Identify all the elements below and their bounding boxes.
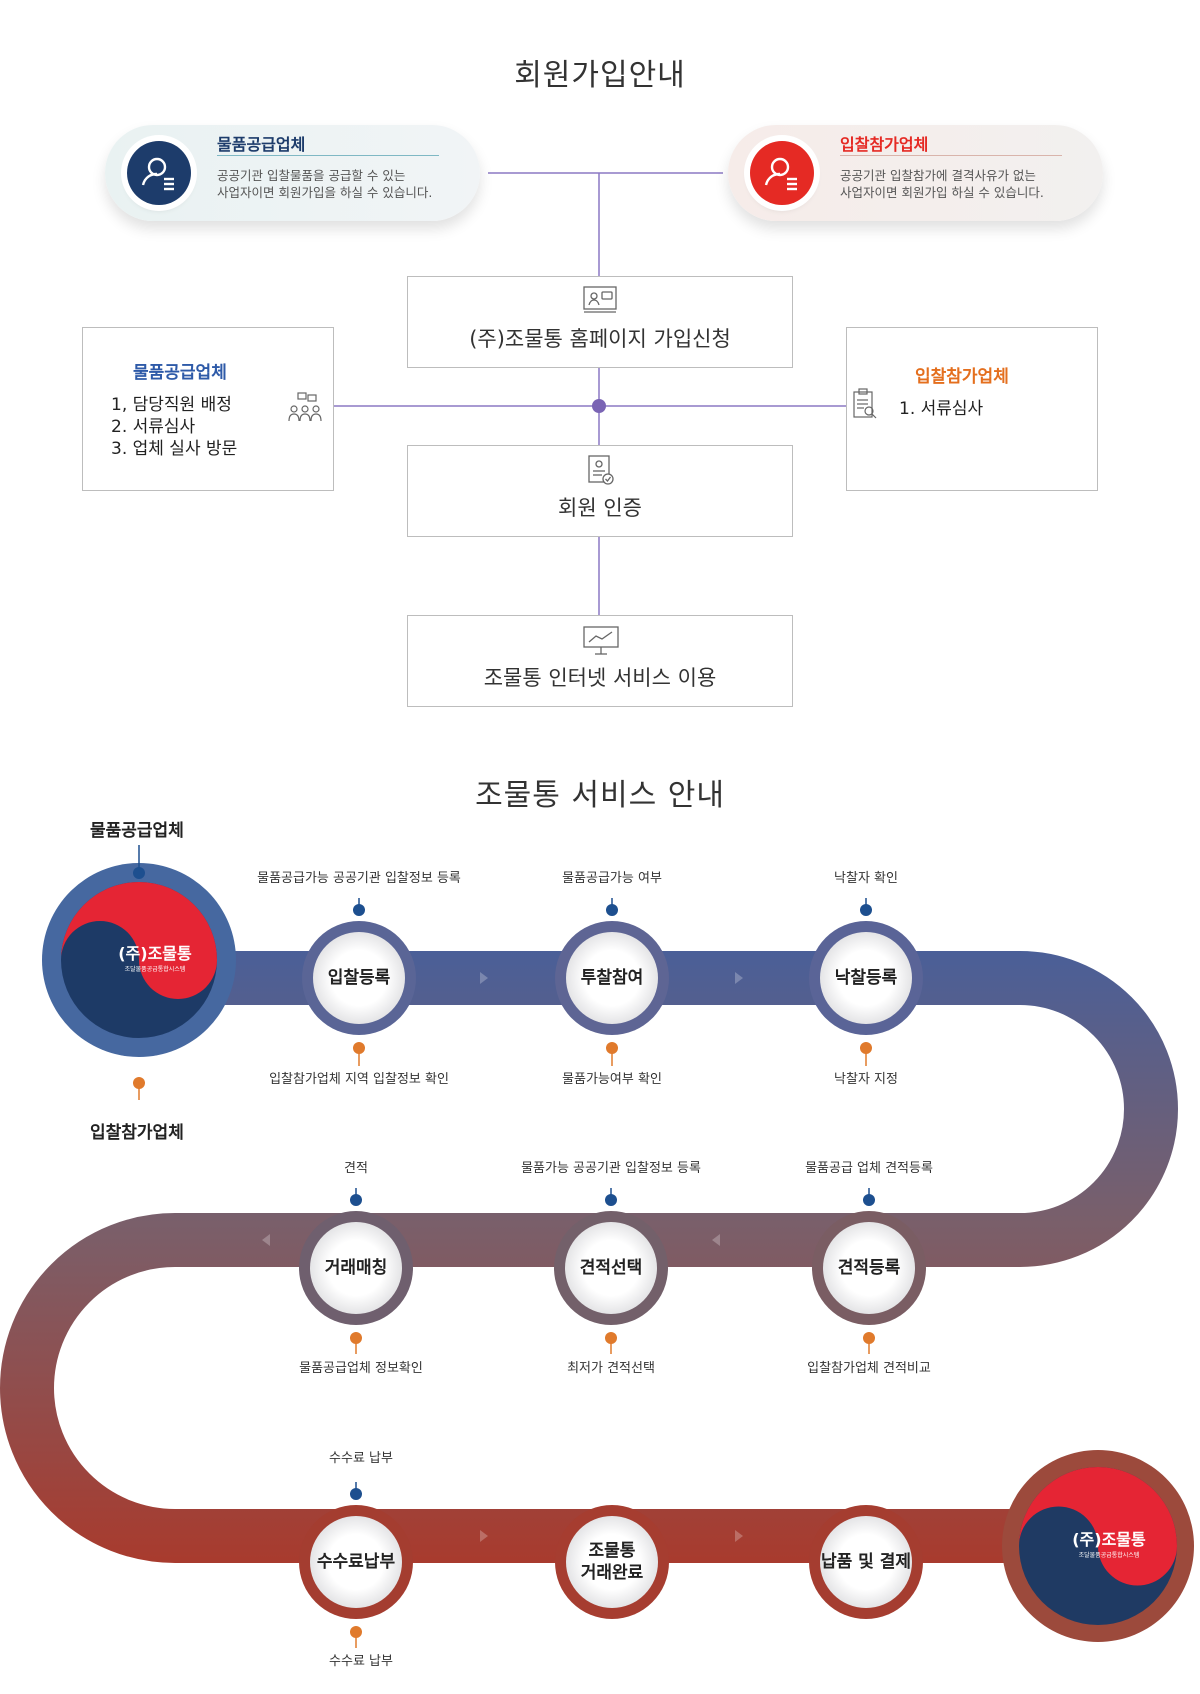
start-logo: (주)조물통 조달물품공급통합시스템 [100,940,210,973]
bid-register-bottom-caption: 입찰참가업체 지역 입찰정보 확인 [269,1072,449,1087]
team-meeting-icon [288,392,322,422]
service-title: 조물통 서비스 안내 [475,778,725,813]
junction-dot [592,399,606,413]
logo-subtitle: 조달물품공급통합시스템 [1078,1552,1140,1559]
bidder-card-title: 입찰참가업체 [840,135,929,154]
step-signup-request-label: (주)조물통 홈페이지 가입신청 [469,327,731,351]
quote-register-node: 견적등록 [837,1258,901,1278]
logo-name: (주)조물통 [118,944,192,963]
supplier-review-box: 물품공급업체 1, 담당직원 배정 2. 서류심사 3. 업체 실사 방문 [82,327,334,491]
presentation-chart-icon [583,626,619,655]
deal-complete-line2: 거래완료 [580,1563,644,1583]
bid-participate-bottom-caption: 물품가능여부 확인 [562,1072,662,1087]
supplier-review-list: 1, 담당직원 배정 2. 서류심사 3. 업체 실사 방문 [111,394,237,460]
matching-top-caption: 견적 [344,1161,368,1176]
quote-select-bottom-caption: 최저가 견적선택 [567,1361,655,1376]
deal-complete-node: 조물통 거래완료 [560,1540,664,1584]
start-bidder-label: 입찰참가업체 [90,1123,184,1143]
bid-participate-top-caption: 물품공급가능 여부 [562,871,662,886]
award-register-top-caption: 낙찰자 확인 [834,871,898,886]
delivery-payment-node: 납품 및 결제 [820,1552,912,1572]
signup-title: 회원가입안내 [514,58,686,93]
logo-subtitle: 조달물품공급통합시스템 [124,966,186,973]
supplier-card-title: 물품공급업체 [217,135,306,154]
award-register-node: 낙찰등록 [834,968,898,988]
fee-payment-node: 수수료납부 [316,1552,396,1572]
quote-select-top-caption: 물품가능 공공기관 입찰정보 등록 [521,1161,701,1176]
step-member-auth: 회원 인증 [407,445,793,537]
fee-payment-bottom-caption: 수수료 납부 [329,1654,393,1669]
user-list-icon [750,141,814,205]
quote-register-top-caption: 물품공급 업체 견적등록 [805,1161,933,1176]
bidder-review-box: 입찰참가업체 1. 서류심사 [846,327,1098,491]
matching-bottom-caption: 물품공급업체 정보확인 [299,1361,423,1376]
start-supplier-label: 물품공급업체 [90,821,184,841]
signup-connector-lines [332,172,846,615]
list-item: 2. 서류심사 [111,417,196,437]
bidder-review-title: 입찰참가업체 [915,367,1009,387]
quote-register-bottom-caption: 입찰참가업체 견적비교 [807,1361,931,1376]
list-item: 1. 서류심사 [899,399,984,419]
matching-node: 거래매칭 [324,1258,388,1278]
fee-payment-top-caption: 수수료 납부 [329,1451,393,1466]
bid-participate-node: 투찰참여 [580,968,644,988]
user-list-icon [127,141,191,205]
supplier-review-title: 물품공급업체 [133,363,227,383]
clipboard-search-icon [853,388,877,419]
end-logo: (주)조물통 조달물품공급통합시스템 [1054,1526,1164,1559]
step-service-use-label: 조물통 인터넷 서비스 이용 [483,666,717,690]
list-item: 3. 업체 실사 방문 [111,439,238,459]
quote-select-node: 견적선택 [579,1258,643,1278]
award-register-bottom-caption: 낙찰자 지정 [834,1072,898,1087]
bidder-card-divider [840,155,1062,156]
bid-register-node: 입찰등록 [327,968,391,988]
step-service-use: 조물통 인터넷 서비스 이용 [407,615,793,707]
monitor-chat-icon [583,286,617,313]
certificate-icon [588,455,614,485]
bidder-review-list: 1. 서류심사 [899,398,983,420]
bid-register-top-caption: 물품공급가능 공공기관 입찰정보 등록 [257,871,461,886]
logo-name: (주)조물통 [1072,1530,1146,1549]
supplier-card-divider [217,155,439,156]
deal-complete-line1: 조물통 [588,1541,636,1561]
list-item: 1, 담당직원 배정 [111,395,232,415]
step-signup-request: (주)조물통 홈페이지 가입신청 [407,276,793,368]
step-member-auth-label: 회원 인증 [558,496,642,520]
